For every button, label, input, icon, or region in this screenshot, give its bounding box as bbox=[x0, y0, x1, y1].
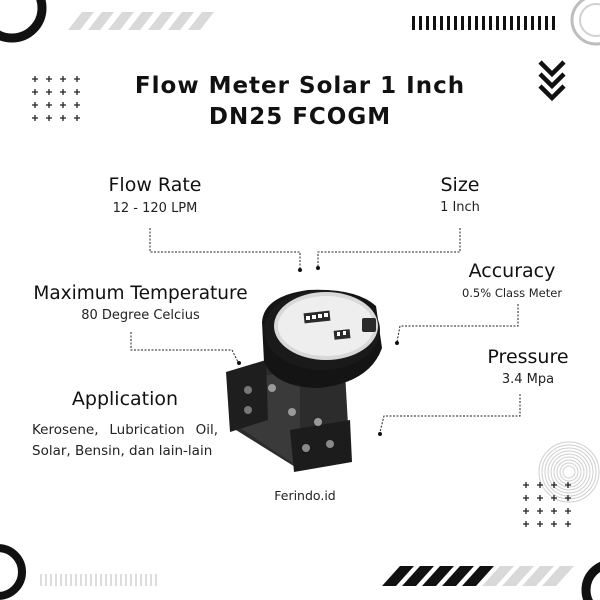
brand-footer: Ferindo.id bbox=[274, 488, 336, 503]
accuracy-label: Accuracy bbox=[468, 260, 556, 282]
double-chevron-down-icon bbox=[538, 60, 566, 102]
pressure-value: 3.4 Mpa bbox=[501, 372, 555, 387]
top-left-stripes-icon bbox=[68, 12, 214, 30]
size-label: Size bbox=[440, 174, 480, 196]
flow-rate-label: Flow Rate bbox=[108, 174, 202, 196]
leader-flow-rate bbox=[149, 228, 301, 268]
application-label: Application bbox=[71, 388, 179, 410]
bottom-right-ring-icon bbox=[581, 561, 600, 600]
leader-dots bbox=[237, 266, 399, 436]
leader-lines bbox=[130, 228, 521, 433]
barcode-bars-icon bbox=[412, 16, 555, 30]
stripe-bar-icon bbox=[382, 566, 574, 586]
plus-grid-icon bbox=[523, 482, 571, 527]
size-value: 1 Inch bbox=[440, 200, 480, 215]
bottom-left-stripes-icon bbox=[40, 574, 157, 586]
max-temperature-value: 80 Degree Celcius bbox=[81, 308, 200, 323]
concentric-circles-icon bbox=[538, 441, 600, 503]
leader-pressure bbox=[379, 394, 521, 433]
flow-rate-value: 12 - 120 LPM bbox=[112, 201, 198, 216]
bottom-left-ring-icon bbox=[0, 544, 26, 600]
accuracy-value: 0.5% Class Meter bbox=[461, 286, 563, 300]
top-right-circle-icon bbox=[570, 0, 600, 46]
page-title-line-1: Flow Meter Solar 1 Inch bbox=[134, 73, 466, 99]
leader-size bbox=[317, 228, 461, 266]
plus-grid-icon bbox=[32, 76, 80, 121]
application-value: Kerosene, Lubrication Oil, Solar, Bensin… bbox=[32, 422, 218, 459]
leader-max-temperature bbox=[130, 332, 239, 363]
page-title-line-2: DN25 FCOGM bbox=[208, 104, 392, 130]
leader-accuracy bbox=[396, 304, 519, 343]
flow-meter-image bbox=[226, 289, 382, 472]
top-left-ring-icon bbox=[0, 0, 47, 43]
pressure-label: Pressure bbox=[487, 346, 569, 368]
max-temperature-label: Maximum Temperature bbox=[33, 283, 248, 304]
